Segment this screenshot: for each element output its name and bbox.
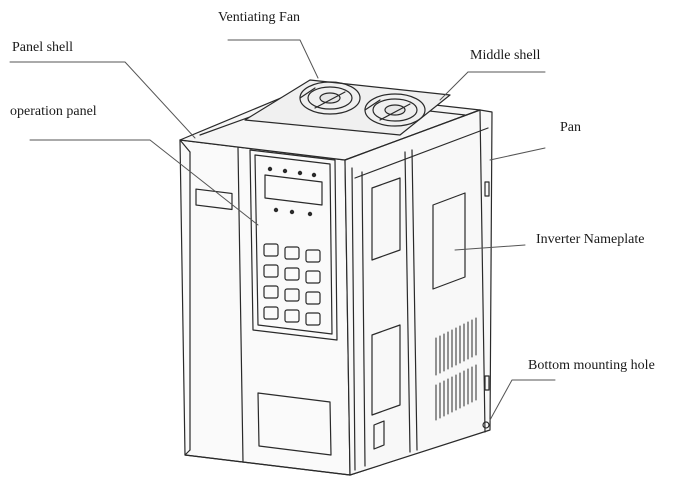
label-operation-panel: operation panel — [10, 104, 97, 119]
operation-panel — [249, 149, 338, 341]
ventilating-fans — [299, 81, 426, 127]
leader-lines — [9, 39, 556, 421]
label-inverter-nameplate: Inverter Nameplate — [536, 232, 645, 247]
label-panel-shell: Panel shell — [12, 40, 74, 55]
label-ventilating-fan: Ventiating Fan — [218, 10, 301, 25]
label-middle-shell: Middle shell — [470, 48, 541, 63]
label-pan: Pan — [560, 120, 581, 135]
side-vents — [435, 317, 477, 421]
label-bottom-mounting-hole: Bottom mounting hole — [528, 358, 655, 373]
bottom-mounting-hole — [482, 421, 490, 429]
side-shell — [344, 109, 493, 476]
